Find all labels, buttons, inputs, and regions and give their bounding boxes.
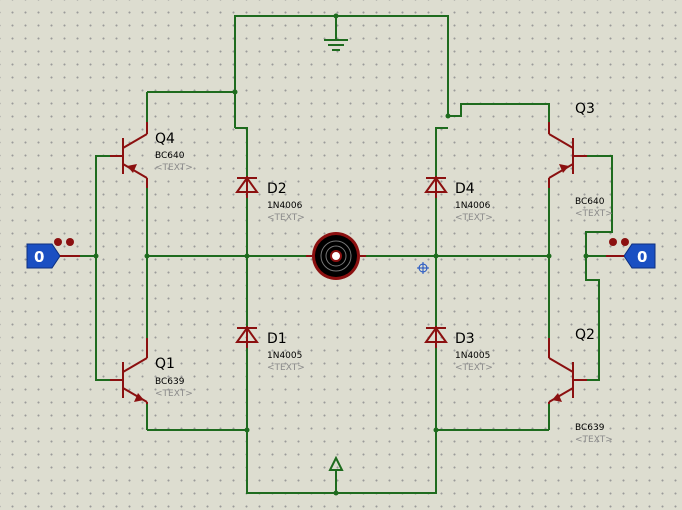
- label-q3[interactable]: Q3 BC640 <TEXT>: [575, 101, 613, 219]
- junction: [333, 490, 339, 496]
- d1-text: <TEXT>: [267, 363, 305, 373]
- q1-text: <TEXT>: [155, 389, 193, 399]
- label-d2[interactable]: D2 1N4006 <TEXT>: [267, 181, 305, 223]
- logic-state-dot: [609, 238, 617, 246]
- junction: [232, 89, 238, 95]
- junction: [546, 253, 552, 259]
- diode-d2[interactable]: [235, 176, 259, 198]
- diode-d4[interactable]: [424, 176, 448, 198]
- q1-ref: Q1: [155, 356, 175, 372]
- terminal-left-shape[interactable]: [26, 243, 61, 269]
- wire-q2-base[interactable]: [585, 256, 600, 381]
- q4-part: BC640: [155, 151, 185, 161]
- label-q4[interactable]: Q4 BC640 <TEXT>: [155, 131, 193, 173]
- d4-text: <TEXT>: [455, 213, 493, 223]
- transistor-q2[interactable]: [548, 338, 587, 404]
- q4-text: <TEXT>: [155, 163, 193, 173]
- wires[interactable]: [80, 15, 613, 494]
- d3-text: <TEXT>: [455, 363, 493, 373]
- logic-terminal-left[interactable]: 0: [26, 238, 80, 269]
- transistor-q3[interactable]: [548, 122, 587, 188]
- q4-ref: Q4: [155, 131, 175, 147]
- junction: [244, 253, 250, 259]
- label-d3[interactable]: D3 1N4005 <TEXT>: [455, 331, 493, 373]
- d2-text: <TEXT>: [267, 213, 305, 223]
- transistor-q1[interactable]: [110, 338, 148, 404]
- label-q1[interactable]: Q1 BC639 <TEXT>: [155, 356, 193, 399]
- junction: [333, 13, 339, 19]
- wire-q3-base[interactable]: [585, 155, 613, 256]
- d1-ref: D1: [267, 331, 287, 347]
- d3-part: 1N4005: [455, 351, 490, 361]
- d4-part: 1N4006: [455, 201, 491, 211]
- label-d1[interactable]: D1 1N4005 <TEXT>: [267, 331, 305, 373]
- wire-q3-collector-top[interactable]: [448, 103, 550, 122]
- q1-part: BC639: [155, 377, 185, 387]
- q2-part: BC639: [575, 423, 605, 433]
- junction: [93, 253, 99, 259]
- d2-ref: D2: [267, 181, 287, 197]
- diode-d3[interactable]: [424, 326, 448, 348]
- motor-icon[interactable]: [306, 232, 366, 280]
- junctions: [93, 13, 589, 496]
- terminal-left-value: 0: [34, 248, 44, 266]
- crosshair-cursor-icon: [417, 262, 429, 274]
- junction: [445, 113, 451, 119]
- junction: [583, 253, 589, 259]
- wire-left-gate-bus[interactable]: [95, 155, 110, 381]
- wire-bottom-rail[interactable]: [246, 430, 437, 494]
- q3-part: BC640: [575, 197, 605, 207]
- junction: [433, 253, 439, 259]
- junction: [433, 427, 439, 433]
- terminal-right-value: 0: [637, 248, 647, 266]
- power-icon[interactable]: [328, 455, 344, 471]
- logic-state-dot: [54, 238, 62, 246]
- wire-d2-top[interactable]: [235, 127, 248, 176]
- logic-state-dot: [621, 238, 629, 246]
- junction: [244, 427, 250, 433]
- terminal-right-shape[interactable]: [623, 243, 656, 269]
- diode-d1[interactable]: [235, 326, 259, 348]
- q2-ref: Q2: [575, 327, 595, 343]
- ground-icon[interactable]: [324, 39, 348, 51]
- logic-terminal-right[interactable]: 0: [606, 238, 656, 269]
- wire-top-rail[interactable]: [234, 15, 449, 128]
- transistor-q4[interactable]: [110, 122, 148, 188]
- logic-state-dot: [66, 238, 74, 246]
- label-d4[interactable]: D4 1N4006 <TEXT>: [455, 181, 493, 223]
- q2-text: <TEXT>: [575, 435, 613, 445]
- d3-ref: D3: [455, 331, 475, 347]
- q3-ref: Q3: [575, 101, 595, 117]
- junction: [144, 253, 150, 259]
- d2-part: 1N4006: [267, 201, 303, 211]
- wire-d4-top[interactable]: [435, 127, 448, 176]
- label-q2[interactable]: Q2 BC639 <TEXT>: [575, 327, 613, 445]
- q3-text: <TEXT>: [575, 209, 613, 219]
- d1-part: 1N4005: [267, 351, 302, 361]
- d4-ref: D4: [455, 181, 475, 197]
